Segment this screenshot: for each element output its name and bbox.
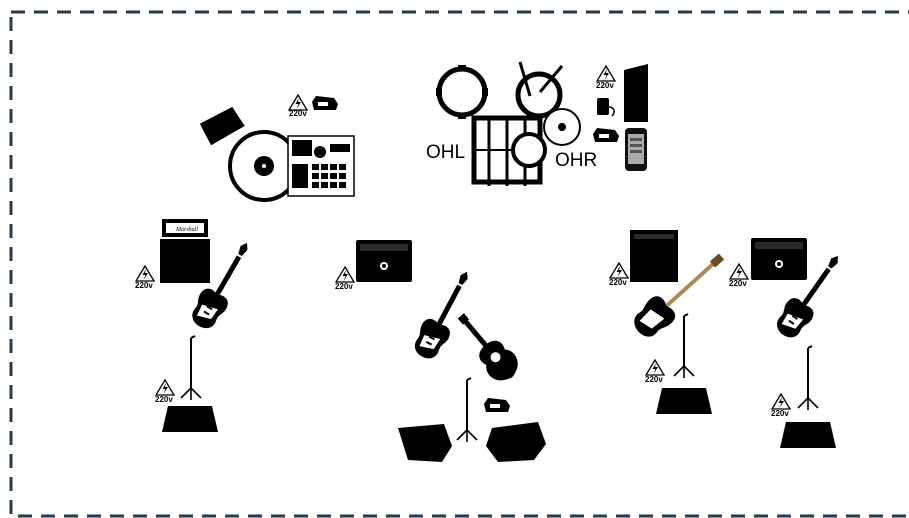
mic-label-ohl: OHL bbox=[426, 142, 465, 163]
power-label: 220v bbox=[729, 279, 747, 288]
mic-stand-icon bbox=[456, 377, 478, 443]
power-outlet-icon bbox=[288, 94, 308, 111]
mic-stand-icon bbox=[797, 345, 819, 411]
power-outlet-icon bbox=[609, 262, 629, 279]
power-outlet-icon bbox=[155, 379, 175, 396]
sampler-icon bbox=[287, 135, 355, 197]
acoustic-guitar-icon bbox=[457, 313, 518, 381]
mic-stand-icon bbox=[673, 313, 695, 379]
tom-icon bbox=[515, 61, 564, 119]
bass-guitar-icon bbox=[634, 253, 725, 337]
di-box-icon bbox=[593, 128, 619, 142]
turntable-icon bbox=[228, 130, 300, 202]
crash-cymbal-left-icon bbox=[436, 65, 488, 119]
mic-label-ohr: OHR bbox=[555, 150, 597, 171]
in-ear-pack-icon bbox=[597, 98, 615, 117]
smartphone-icon bbox=[625, 128, 647, 171]
guitar-amp-stack-icon: Marshall bbox=[160, 219, 210, 283]
power-outlet-icon bbox=[729, 263, 749, 280]
power-label: 220v bbox=[596, 81, 614, 90]
keyboard-amp bbox=[199, 106, 245, 146]
power-outlet-icon bbox=[645, 359, 665, 376]
di-box-icon bbox=[312, 96, 338, 110]
power-label: 220v bbox=[289, 109, 307, 118]
guitar-amp-icon bbox=[356, 240, 412, 282]
power-label: 220v bbox=[335, 282, 353, 291]
snare-drum-icon bbox=[511, 132, 547, 168]
monitor-wedge-icon bbox=[398, 424, 452, 462]
power-outlet-icon bbox=[771, 393, 791, 410]
monitor-wedge-icon bbox=[656, 388, 712, 414]
power-label: 220v bbox=[645, 375, 663, 384]
power-label: 220v bbox=[609, 278, 627, 287]
mic-stand-icon bbox=[180, 335, 202, 401]
electric-guitar-icon bbox=[408, 264, 481, 364]
monitor-wedge-icon bbox=[486, 422, 546, 462]
guitar-amp-icon bbox=[751, 238, 807, 280]
power-label: 220v bbox=[155, 395, 173, 404]
amp-logo: Marshall bbox=[175, 227, 198, 233]
stage-border bbox=[9, 10, 909, 518]
bass-amp-icon bbox=[630, 230, 678, 282]
power-outlet-icon bbox=[596, 65, 616, 82]
power-outlet-icon bbox=[335, 266, 355, 283]
side-fill-speaker-icon bbox=[624, 64, 648, 122]
monitor-wedge-icon bbox=[780, 422, 836, 448]
power-label: 220v bbox=[771, 409, 789, 418]
power-outlet-icon bbox=[135, 265, 155, 282]
monitor-wedge-icon bbox=[162, 406, 218, 432]
power-label: 220v bbox=[135, 281, 153, 290]
di-box-icon bbox=[484, 398, 510, 412]
ride-cymbal-icon bbox=[543, 108, 581, 146]
